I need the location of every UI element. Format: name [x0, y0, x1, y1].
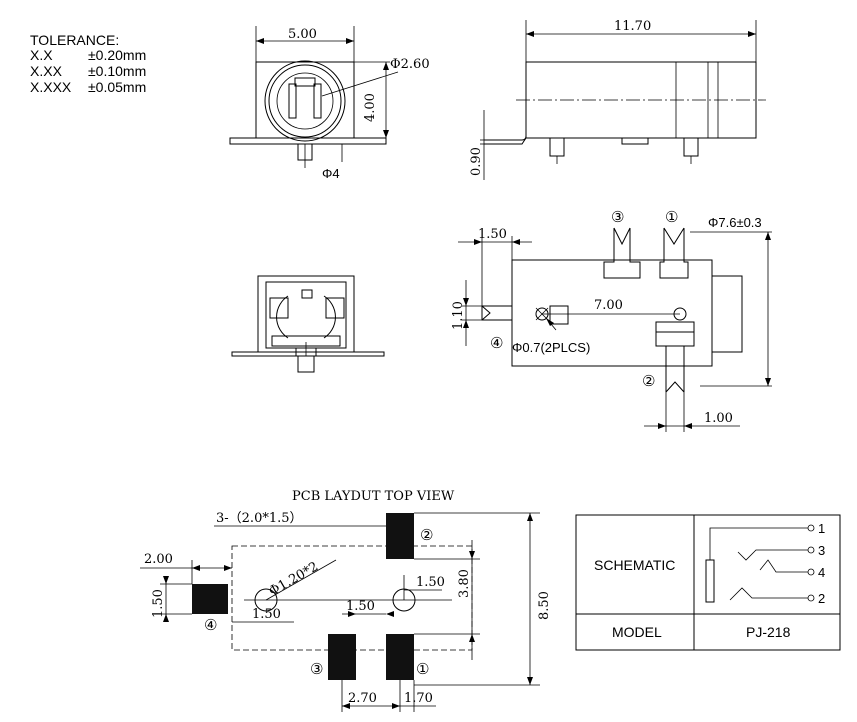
pcb-dim-left-h: 1.50	[151, 589, 166, 618]
tolerance-val-3: ±0.05mm	[88, 79, 146, 95]
top-height-dim-label: 1.10	[451, 301, 466, 330]
tolerance-block: TOLERANCE: X.X ±0.20mm X.XX ±0.10mm X.XX…	[30, 32, 146, 95]
top-pin-2: ②	[642, 372, 655, 390]
pcb-layout: PCB LAYDUT TOP VIEW 3-（2.0*1.5） Φ1.20*2 …	[140, 489, 552, 712]
top-pin-3: ③	[611, 208, 624, 226]
schematic-pin-label-1: 1	[818, 521, 825, 536]
pcb-dim-left-w: 2.00	[144, 552, 173, 567]
pcb-pad-note: 3-（2.0*1.5）	[216, 511, 303, 526]
pcb-dim-right-off: 1.50	[416, 575, 445, 590]
top-body-dia-label: Φ7.6±0.3	[708, 215, 762, 230]
pcb-pin-2: ②	[420, 526, 433, 544]
schematic-pin-label-3: 3	[818, 543, 825, 558]
front-view: 5.00 Φ2.60 4.00 Φ4	[229, 26, 430, 181]
front-pin-dia-label: Φ4	[322, 166, 340, 181]
side-length-label: 11.70	[614, 19, 651, 34]
pcb-pad-2	[386, 513, 414, 559]
pcb-pin-4: ④	[204, 616, 217, 634]
top-left-dim-label: 1.50	[478, 227, 507, 242]
pcb-hole-note: Φ1.20*2	[267, 559, 322, 599]
schematic-pin-label-2: 2	[818, 591, 825, 606]
side-view: 11.70 0.90	[469, 19, 766, 180]
side-thickness-label: 0.90	[469, 147, 484, 176]
top-pin-dist-label: 7.00	[594, 298, 623, 313]
top-bottom-dim-label: 1.00	[704, 411, 733, 426]
schematic-label: SCHEMATIC	[594, 557, 675, 573]
tolerance-val-2: ±0.10mm	[88, 63, 146, 79]
tolerance-heading: TOLERANCE:	[30, 32, 119, 48]
top-view: 7.00 Φ0.7(2PLCS) 1.50 1.10 Φ7.6±0.3 1.00…	[451, 208, 772, 432]
pcb-pad-1	[386, 634, 414, 680]
back-view	[231, 275, 385, 373]
pcb-pin-3: ③	[310, 660, 323, 678]
model-label: MODEL	[612, 624, 662, 640]
pcb-dim-b1: 2.70	[348, 691, 377, 706]
pcb-dim-total-h: 8.50	[537, 591, 552, 620]
front-hole-dia-label: Φ2.60	[390, 57, 430, 72]
tolerance-fmt-3: X.XXX	[30, 79, 72, 95]
top-hole-note: Φ0.7(2PLCS)	[512, 340, 590, 355]
pcb-dim-b2: 1.70	[404, 691, 433, 706]
pcb-pin-1: ①	[416, 660, 429, 678]
pcb-dim-hole-off: 1.50	[252, 607, 281, 622]
model-value: PJ-218	[746, 624, 791, 640]
pcb-pad-3	[328, 634, 356, 680]
front-width-label: 5.00	[288, 27, 317, 42]
tolerance-val-1: ±0.20mm	[88, 47, 146, 63]
pcb-dim-pad-h: 3.80	[457, 569, 472, 598]
top-pin-1: ①	[665, 208, 678, 226]
schematic-table: SCHEMATIC MODEL PJ-218 1 3 4 2	[575, 514, 841, 651]
pcb-title: PCB LAYDUT TOP VIEW	[292, 489, 455, 504]
tolerance-fmt-1: X.X	[30, 47, 53, 63]
pcb-pad-4	[192, 584, 228, 614]
schematic-pin-label-4: 4	[818, 565, 825, 580]
tolerance-fmt-2: X.XX	[30, 63, 63, 79]
front-height-label: 4.00	[363, 93, 378, 122]
top-pin-4: ④	[490, 334, 503, 352]
jack-schematic-symbol	[705, 524, 815, 603]
pcb-dim-pad-gap: 1.50	[346, 599, 375, 614]
